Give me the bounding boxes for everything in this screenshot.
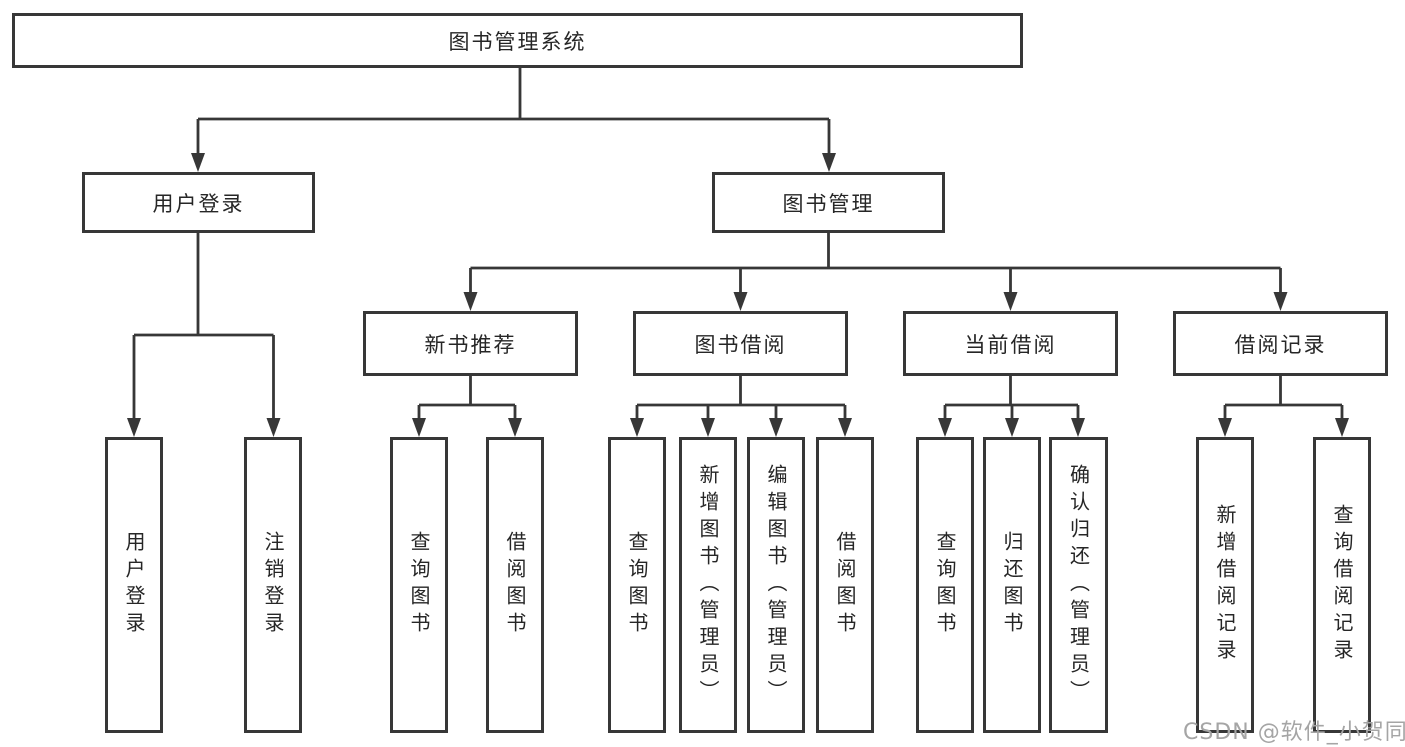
leaf-label: 编辑图书（管理员） bbox=[764, 463, 788, 707]
leaf-add-book-admin: 新增图书（管理员） bbox=[679, 437, 737, 733]
leaf-logout: 注销登录 bbox=[244, 437, 302, 733]
node-book-borrowing: 图书借阅 bbox=[633, 311, 848, 376]
leaf-borrow-books-recommend: 借阅图书 bbox=[486, 437, 544, 733]
leaf-confirm-return-admin: 确认归还（管理员） bbox=[1049, 437, 1108, 733]
leaf-edit-book-admin: 编辑图书（管理员） bbox=[747, 437, 805, 733]
node-new-book-recommend: 新书推荐 bbox=[363, 311, 578, 376]
leaf-label: 借阅图书 bbox=[833, 531, 857, 639]
leaf-label: 新增借阅记录 bbox=[1213, 504, 1237, 666]
leaf-label: 用户登录 bbox=[122, 531, 146, 639]
leaf-borrow-books-borrowing: 借阅图书 bbox=[816, 437, 874, 733]
node-book-management: 图书管理 bbox=[712, 172, 945, 233]
leaf-add-borrow-record: 新增借阅记录 bbox=[1196, 437, 1254, 733]
node-label: 图书借阅 bbox=[694, 332, 787, 357]
leaf-label: 查询图书 bbox=[625, 531, 649, 639]
node-user-login: 用户登录 bbox=[82, 172, 315, 233]
node-current-borrowing: 当前借阅 bbox=[903, 311, 1118, 376]
node-label: 用户登录 bbox=[152, 191, 245, 216]
leaf-label: 查询借阅记录 bbox=[1330, 504, 1354, 666]
leaf-label: 注销登录 bbox=[261, 531, 285, 639]
leaf-query-books-current: 查询图书 bbox=[916, 437, 974, 733]
node-borrowing-records: 借阅记录 bbox=[1173, 311, 1388, 376]
leaf-label: 确认归还（管理员） bbox=[1066, 463, 1091, 707]
node-label: 图书管理系统 bbox=[448, 29, 587, 54]
leaf-label: 归还图书 bbox=[1000, 531, 1024, 639]
node-label: 当前借阅 bbox=[964, 332, 1057, 357]
node-label: 借阅记录 bbox=[1234, 332, 1327, 357]
leaf-query-borrow-record: 查询借阅记录 bbox=[1313, 437, 1371, 733]
csdn-watermark: CSDN @软件_小贺同学 bbox=[1183, 720, 1405, 745]
node-library-management-system: 图书管理系统 bbox=[12, 13, 1023, 68]
leaf-label: 查询图书 bbox=[933, 531, 957, 639]
leaf-query-books-borrowing: 查询图书 bbox=[608, 437, 666, 733]
node-label: 图书管理 bbox=[782, 191, 875, 216]
leaf-return-books: 归还图书 bbox=[983, 437, 1041, 733]
leaf-user-login: 用户登录 bbox=[105, 437, 163, 733]
leaf-label: 借阅图书 bbox=[503, 531, 527, 639]
leaf-label: 查询图书 bbox=[407, 531, 431, 639]
node-label: 新书推荐 bbox=[424, 332, 517, 357]
leaf-label: 新增图书（管理员） bbox=[696, 463, 720, 707]
leaf-query-books-recommend: 查询图书 bbox=[390, 437, 448, 733]
